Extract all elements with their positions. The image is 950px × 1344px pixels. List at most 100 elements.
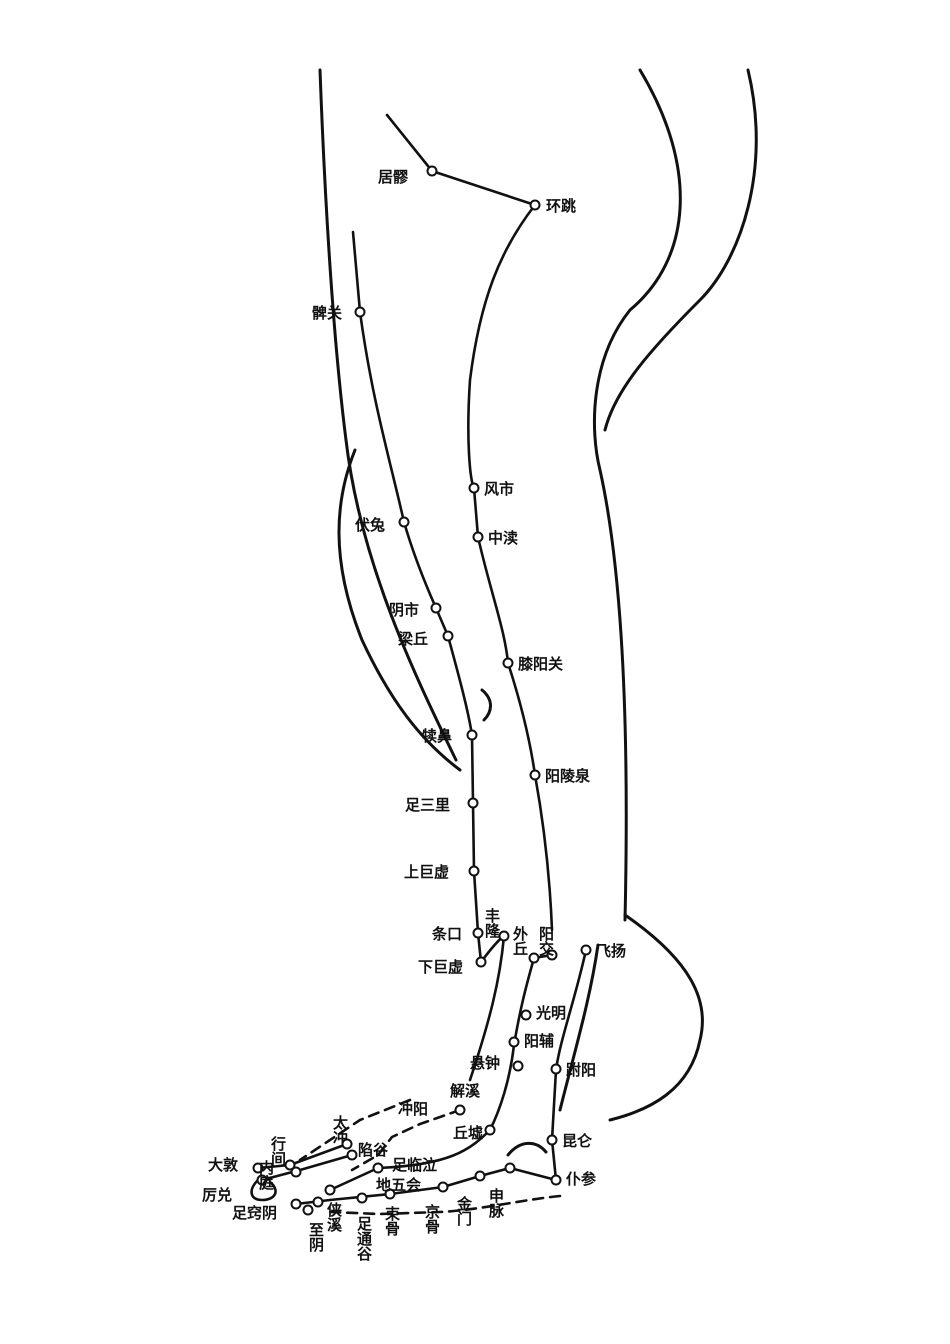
label-jiexi: 解溪 xyxy=(450,1082,481,1100)
point-kunlun-marker xyxy=(546,1134,558,1146)
point-fenglong-marker xyxy=(498,930,510,942)
label-zutonggu: 足通谷 xyxy=(355,1216,373,1262)
label-yangfu: 阳辅 xyxy=(524,1032,554,1050)
label-zulinqi: 足临泣 xyxy=(392,1156,437,1174)
point-xingjian-marker xyxy=(284,1159,296,1171)
label-dubi: 犊鼻 xyxy=(422,727,452,745)
label-zuqiaoyin: 足窍阴 xyxy=(232,1204,277,1222)
point-fengshi-marker xyxy=(468,482,480,494)
label-yangjiao: 阳交 xyxy=(537,926,555,957)
label-chongyang: 冲阳 xyxy=(398,1100,428,1118)
label-jinggu: 京骨 xyxy=(423,1203,441,1235)
label-futu: 伏兔 xyxy=(355,516,385,534)
label-taichong: 太冲 xyxy=(331,1114,349,1146)
label-neiting: 内庭 xyxy=(257,1159,275,1191)
point-dubi-marker xyxy=(466,729,478,741)
label-qiuxu: 丘墟 xyxy=(453,1124,483,1142)
acupoint-markers xyxy=(252,165,592,1216)
label-shangjuxu: 上巨虚 xyxy=(404,863,449,881)
point-dadun-marker xyxy=(252,1162,264,1174)
line-stomach xyxy=(351,230,483,964)
point-guangming-marker xyxy=(520,1009,532,1021)
point-waiqiu-marker xyxy=(528,952,540,964)
line-toe-loop xyxy=(250,1178,277,1202)
label-tiaokou: 条口 xyxy=(431,925,462,943)
label-xiajuxu: 下巨虚 xyxy=(418,958,463,976)
point-zhiyin-marker xyxy=(302,1204,314,1216)
line-taichong xyxy=(298,1098,412,1162)
point-zusanli-marker xyxy=(467,797,479,809)
label-liangqiu: 梁丘 xyxy=(397,630,428,648)
label-huantiao: 环跳 xyxy=(546,197,576,215)
label-fuyang: 跗阳 xyxy=(566,1061,596,1079)
label-dadun: 大敦 xyxy=(208,1156,239,1174)
label-biguan: 髀关 xyxy=(312,304,342,322)
point-shenmai-marker xyxy=(504,1162,516,1174)
point-xiyangguan-marker xyxy=(502,657,514,669)
point-diwuhui-marker xyxy=(324,1184,336,1196)
label-fengshi: 风市 xyxy=(484,480,514,498)
label-xingjian: 行间 xyxy=(269,1135,287,1167)
line-shin-inner xyxy=(468,934,506,1082)
point-zulinqi-marker xyxy=(372,1162,384,1174)
point-yanglingquan-marker xyxy=(529,769,541,781)
point-xuanzhong-marker xyxy=(512,1060,524,1072)
label-feiyang: 飞扬 xyxy=(596,942,626,960)
point-liangqiu-marker xyxy=(442,630,454,642)
label-yinshi: 阴市 xyxy=(389,601,419,619)
label-guangming: 光明 xyxy=(535,1004,566,1022)
point-zhongdu-marker xyxy=(472,531,484,543)
label-xiaxi: 侠溪 xyxy=(325,1201,343,1233)
point-xiajuxu-marker xyxy=(475,956,487,968)
point-shugu-marker xyxy=(384,1188,396,1200)
label-xiangu: 陷谷 xyxy=(358,1141,389,1159)
point-tiaokou-marker xyxy=(472,927,484,939)
point-shangjuxu-marker xyxy=(468,865,480,877)
line-sole xyxy=(328,1194,562,1216)
point-taichong-marker xyxy=(341,1138,353,1150)
point-jiexi-marker xyxy=(454,1104,466,1116)
point-xiaxi-marker xyxy=(312,1196,324,1208)
label-zusanli: 足三里 xyxy=(405,796,450,814)
label-diwuhui: 地五会 xyxy=(376,1176,421,1194)
point-yangjiao-marker xyxy=(546,949,558,961)
point-jinggu-marker xyxy=(437,1181,449,1193)
point-futu-marker xyxy=(398,516,410,528)
point-pucan-marker xyxy=(550,1174,562,1186)
label-xiyangguan: 膝阳关 xyxy=(518,655,563,673)
label-zhiyin: 至阴 xyxy=(307,1222,325,1253)
label-fenglong: 丰隆 xyxy=(483,907,501,938)
label-zhongdu: 中渎 xyxy=(488,529,518,547)
label-shugu: 束骨 xyxy=(383,1206,401,1237)
point-zutonggu-marker xyxy=(356,1192,368,1204)
label-xuanzhong: 悬钟 xyxy=(470,1054,500,1072)
acupoint-labels: 居髎 环跳 髀关 风市 中渎 伏兔 阴市 梁丘 膝阳关 犊鼻 阳陵泉 足三里 上… xyxy=(202,168,626,1262)
label-shenmai: 申脉 xyxy=(487,1187,505,1219)
point-feiyang-marker xyxy=(580,944,592,956)
point-zuqiaoyin-marker xyxy=(290,1198,302,1210)
point-yangfu-marker xyxy=(508,1036,520,1048)
point-yinshi-marker xyxy=(430,602,442,614)
label-juliao: 居髎 xyxy=(378,168,409,186)
point-xiangu-marker xyxy=(346,1149,358,1161)
line-gallbladder-thigh xyxy=(472,486,554,932)
point-jinmen-marker xyxy=(474,1170,486,1182)
line-gb-foot xyxy=(328,1128,492,1192)
leg-outline xyxy=(318,68,758,1157)
line-hip xyxy=(385,113,537,490)
point-qiuxu-marker xyxy=(484,1124,496,1136)
label-jinmen: 金门 xyxy=(455,1195,473,1227)
point-fuyang-marker xyxy=(550,1063,562,1075)
point-biguan-marker xyxy=(354,306,366,318)
point-neiting-marker xyxy=(290,1166,302,1178)
label-kunlun: 昆仑 xyxy=(562,1132,593,1150)
point-lidui-marker xyxy=(256,1174,268,1186)
point-juliao-marker xyxy=(426,165,438,177)
label-yanglingquan: 阳陵泉 xyxy=(545,767,591,785)
line-liver-foot xyxy=(350,1108,462,1172)
label-waiqiu: 外丘 xyxy=(511,925,529,956)
label-pucan: 仆参 xyxy=(566,1170,597,1188)
point-huantiao-marker xyxy=(529,199,541,211)
label-lidui: 厉兑 xyxy=(202,1186,232,1204)
